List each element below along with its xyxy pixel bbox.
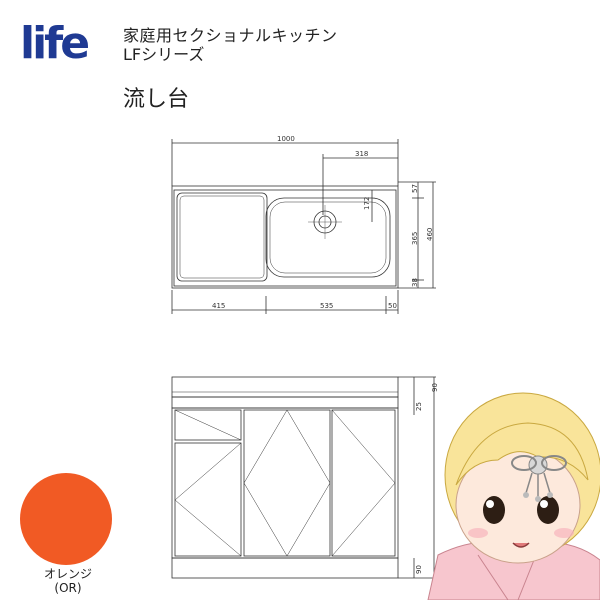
dim-bottom-height-label: 90 <box>415 565 423 574</box>
door-left <box>174 442 242 557</box>
color-swatch <box>20 473 112 565</box>
dim-depth-inner-label: 365 <box>411 232 419 245</box>
color-name: オレンジ <box>43 567 92 581</box>
mascot-illustration <box>427 392 600 600</box>
dim-width-label: 1000 <box>277 135 295 143</box>
life-logo: life <box>20 18 91 66</box>
dim-top-height-label: 90 <box>431 383 439 392</box>
door-middle <box>243 409 331 557</box>
drawer <box>174 409 242 441</box>
dim-drawer-height-label: 25 <box>415 402 423 411</box>
counter-outline <box>171 185 399 289</box>
dim-depth-total-label: 460 <box>426 228 434 241</box>
dim-depth-top-label: 57 <box>411 184 419 193</box>
svg-text:life: life <box>20 18 88 66</box>
plinth <box>171 557 399 579</box>
catalog-title: 家庭用セクショナルキッチン <box>123 26 338 45</box>
sink-bowl <box>265 197 391 278</box>
dim-seg-mid-label: 535 <box>320 302 333 310</box>
eye-left <box>483 496 505 524</box>
series-name: LFシリーズ <box>123 45 205 64</box>
front-top <box>171 376 399 398</box>
dim-seg-left-label: 415 <box>212 302 225 310</box>
dim-sink-offset-label: 318 <box>355 150 368 158</box>
cabinet-body <box>171 407 399 559</box>
product-name: 流し台 <box>123 87 190 112</box>
dim-depth-bottom-label: 38 <box>411 278 419 287</box>
dim-seg-right-label: 50 <box>388 302 397 310</box>
dim-drain-offset-label: 172 <box>363 197 371 210</box>
door-right <box>331 409 396 557</box>
color-code: (OR) <box>54 581 82 595</box>
